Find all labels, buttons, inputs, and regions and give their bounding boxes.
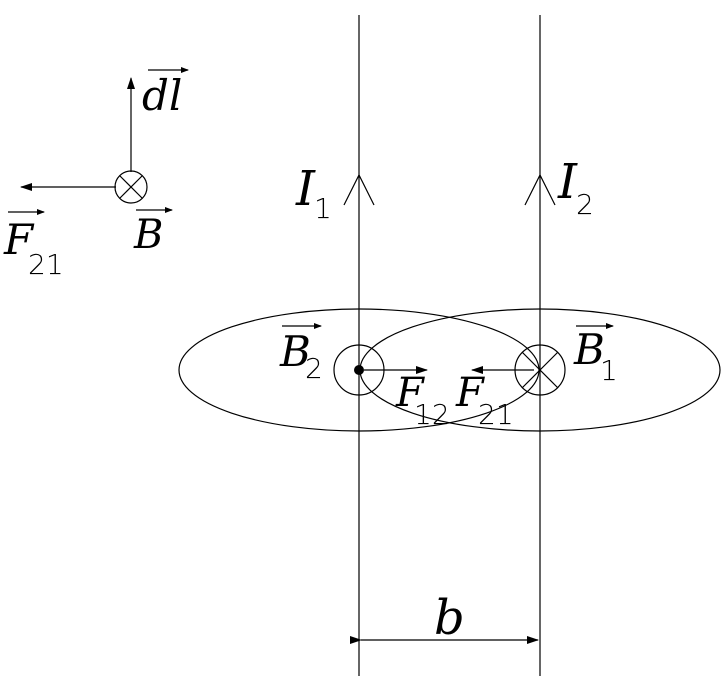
label-I1: I 1 — [295, 161, 332, 225]
current-direction-icon — [524, 173, 556, 206]
into-page-icon — [114, 170, 148, 204]
label-B2: B 2 — [279, 323, 323, 385]
label-B1: B 1 — [573, 323, 618, 387]
current-subscript: 2 — [576, 188, 594, 221]
label-B-inset: B — [133, 207, 173, 258]
field-symbol: B — [133, 212, 163, 258]
force-symbol: F — [3, 215, 35, 264]
label-F12: F 12 — [395, 370, 450, 431]
current-direction-icon — [343, 173, 375, 206]
current-subscript: 1 — [314, 192, 332, 225]
field-subscript: 1 — [600, 354, 618, 387]
dl-symbol: dl — [142, 71, 182, 120]
field-symbol: B — [573, 325, 605, 374]
current-symbol: I — [557, 154, 578, 210]
force-symbol: F — [395, 370, 425, 416]
force-subscript: 12 — [414, 398, 450, 431]
field-line-wire-1 — [178, 308, 540, 432]
field-subscript: 2 — [305, 352, 323, 385]
label-F21-inset: F 21 — [3, 209, 64, 281]
separation-label: b — [434, 590, 465, 646]
force-subscript: 21 — [28, 248, 64, 281]
label-I2: I 2 — [557, 154, 594, 221]
force-symbol: F — [455, 370, 485, 416]
field-symbol: B — [279, 327, 311, 376]
label-F21: F 21 — [455, 370, 514, 431]
current-symbol: I — [295, 161, 316, 217]
inset-vector-diagram: dl F 21 B — [3, 67, 189, 281]
force-subscript: 21 — [478, 398, 514, 431]
label-dl: dl — [142, 67, 189, 120]
